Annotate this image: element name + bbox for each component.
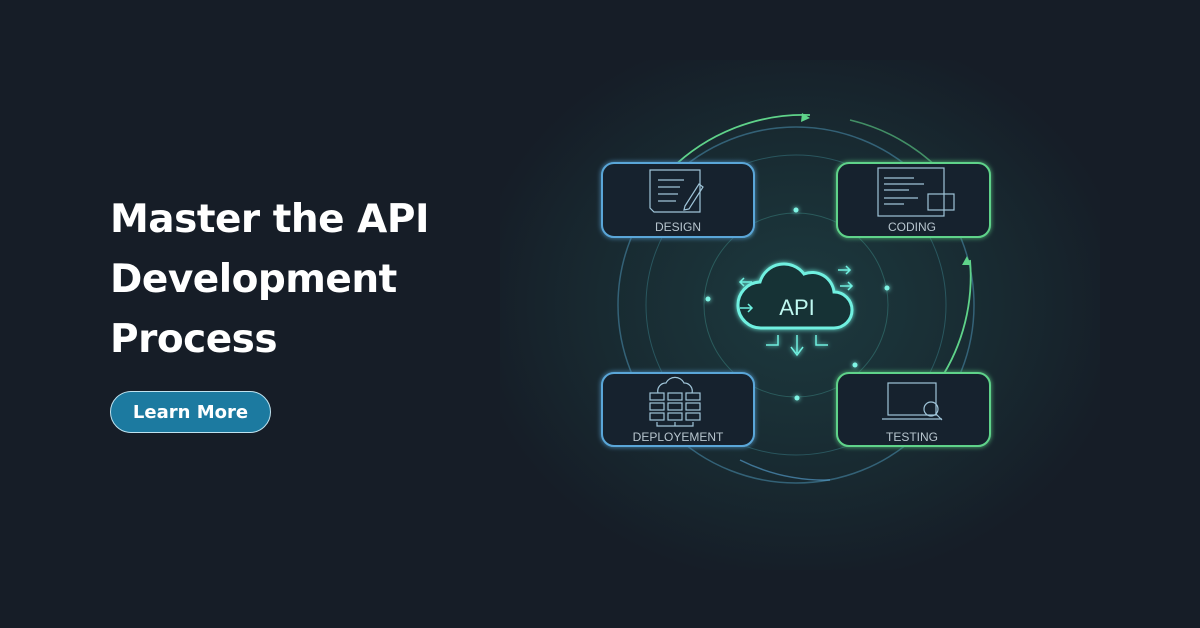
step-label: TESTING xyxy=(886,430,938,444)
step-deployment: DEPLOYEMENT xyxy=(601,372,755,447)
api-label: API xyxy=(779,295,814,320)
document-pencil-icon xyxy=(649,169,704,213)
headline-line-1: Master the API xyxy=(110,197,429,242)
headline: Master the API Development Process xyxy=(110,190,429,370)
headline-line-2: Development xyxy=(110,257,397,302)
step-label: CODING xyxy=(888,220,936,234)
step-testing: TESTING xyxy=(836,372,991,447)
headline-line-3: Process xyxy=(110,317,278,362)
laptop-magnifier-icon xyxy=(882,382,943,421)
server-cloud-icon xyxy=(649,376,701,427)
orbit-rings xyxy=(617,114,975,484)
arrow-head-icon xyxy=(962,256,971,265)
arrow-head-icon xyxy=(801,113,810,122)
api-cloud-icon: API xyxy=(736,262,854,357)
step-coding: CODING xyxy=(836,162,991,238)
api-lifecycle-diagram: API DESIGN CODING DEPLOYEMEN xyxy=(500,60,1100,570)
step-design: DESIGN xyxy=(601,162,755,238)
learn-more-button[interactable]: Learn More xyxy=(110,391,271,433)
step-label: DEPLOYEMENT xyxy=(633,430,724,444)
step-label: DESIGN xyxy=(655,220,701,234)
code-window-icon xyxy=(877,167,955,217)
